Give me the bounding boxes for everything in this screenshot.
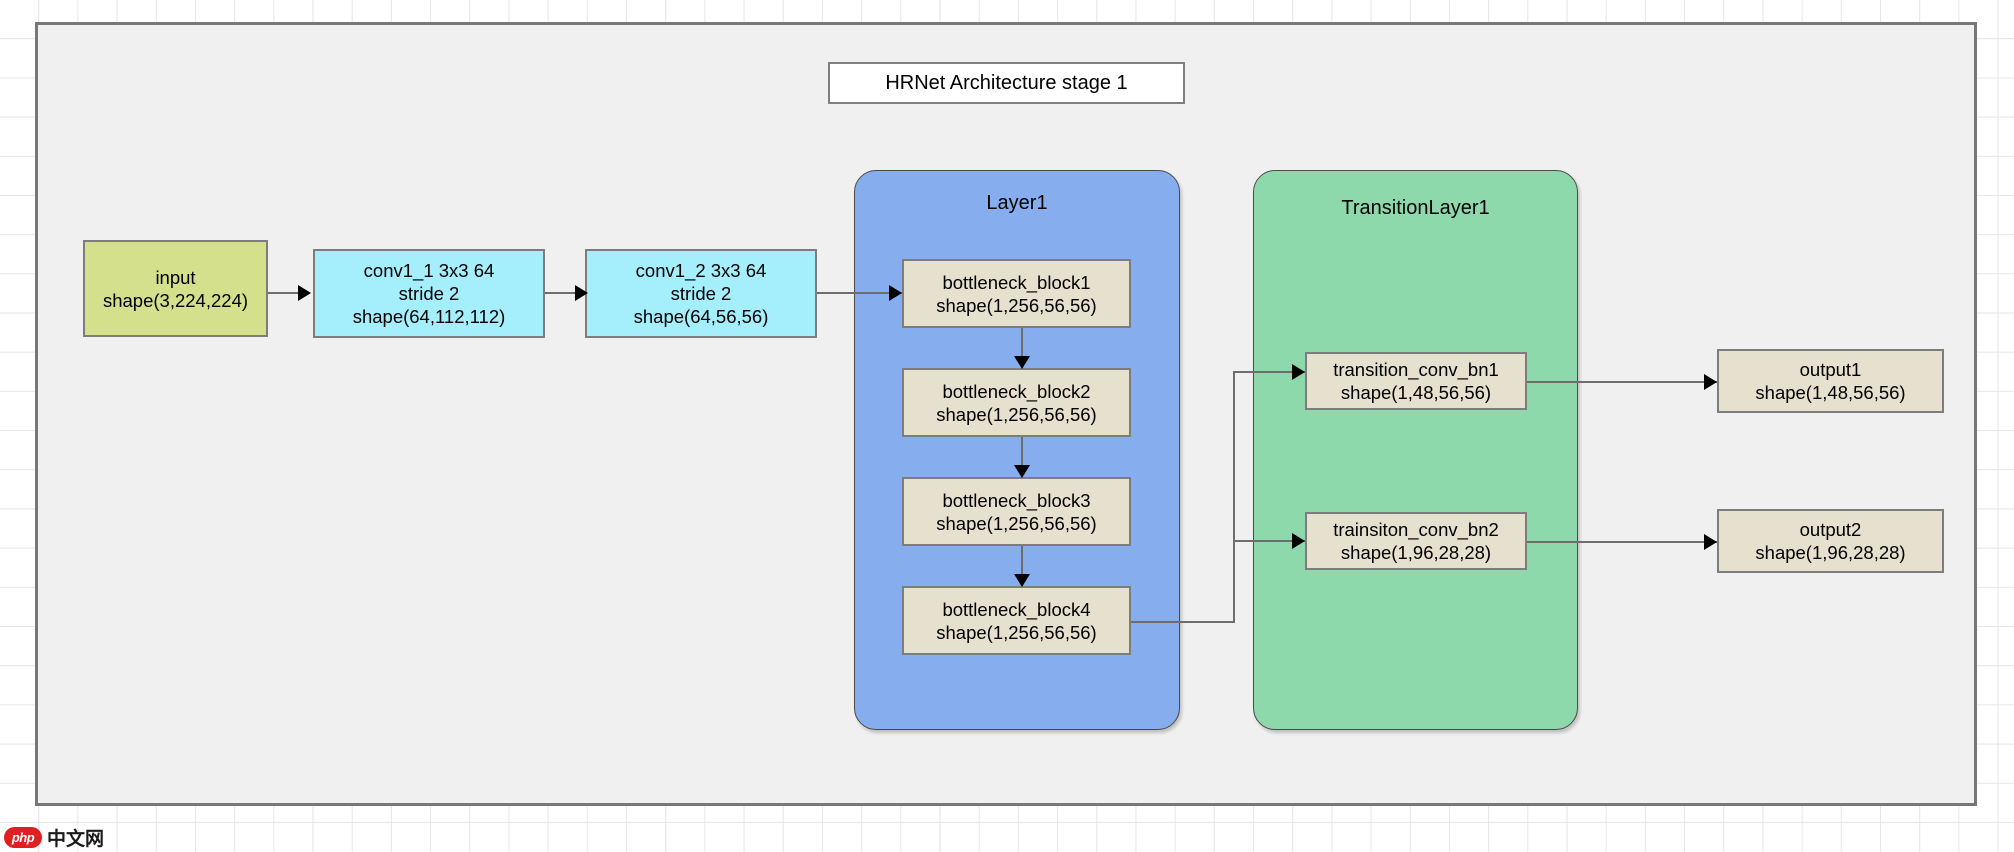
node-output2-line2: shape(1,96,28,28) <box>1755 542 1906 563</box>
node-transition-conv-bn2-line2: shape(1,96,28,28) <box>1340 542 1492 563</box>
node-transition-conv-bn1[interactable]: transition_conv_bn1 shape(1,48,56,56) <box>1305 352 1527 410</box>
connector-bottleneck3-to-bottleneck4 <box>1021 546 1023 590</box>
group-transition-layer1-label: TransitionLayer1 <box>1341 197 1490 219</box>
connector-bottleneck4-out <box>1131 621 1235 623</box>
node-conv1-2-line1: conv1_2 3x3 64 <box>635 260 767 281</box>
node-conv1-1-line1: conv1_1 3x3 64 <box>363 260 495 281</box>
node-bottleneck-block4[interactable]: bottleneck_block4 shape(1,256,56,56) <box>902 586 1131 655</box>
node-output1-line1: output1 <box>1799 359 1862 380</box>
node-bottleneck-block2-line1: bottleneck_block2 <box>942 380 1091 402</box>
arrowhead-branch-to-transition2 <box>1292 533 1305 549</box>
arrowhead-conv1-1-to-conv1-2 <box>575 285 588 301</box>
arrowhead-branch-to-transition1 <box>1292 364 1305 380</box>
connector-conv1-1-to-conv1-2 <box>545 292 583 294</box>
group-layer1-label: Layer1 <box>986 192 1048 214</box>
connector-bottleneck1-to-bottleneck2 <box>1021 328 1023 372</box>
node-transition-conv-bn2-line1: trainsiton_conv_bn2 <box>1333 519 1499 540</box>
group-transition-layer1 <box>1253 170 1578 730</box>
node-conv1-1-line2: stride 2 <box>398 283 460 304</box>
node-input-line2: shape(3,224,224) <box>102 289 249 311</box>
watermark-text: 中文网 <box>47 828 105 850</box>
arrowhead-input-to-conv1-1 <box>298 285 311 301</box>
node-input-line1: input <box>155 266 196 288</box>
node-output1[interactable]: output1 shape(1,48,56,56) <box>1717 349 1944 413</box>
node-bottleneck-block1[interactable]: bottleneck_block1 shape(1,256,56,56) <box>902 259 1131 328</box>
node-bottleneck-block3-line1: bottleneck_block3 <box>942 489 1091 511</box>
node-bottleneck-block4-line1: bottleneck_block4 <box>942 598 1091 620</box>
node-output1-line2: shape(1,48,56,56) <box>1755 382 1906 403</box>
watermark: php 中文网 <box>4 824 104 851</box>
node-output2-line1: output2 <box>1799 519 1862 540</box>
node-bottleneck-block4-line2: shape(1,256,56,56) <box>936 621 1097 643</box>
node-bottleneck-block1-line2: shape(1,256,56,56) <box>936 294 1097 316</box>
arrowhead-transition2-to-output2 <box>1704 534 1717 550</box>
node-conv1-1[interactable]: conv1_1 3x3 64 stride 2 shape(64,112,112… <box>313 249 545 338</box>
node-bottleneck-block3[interactable]: bottleneck_block3 shape(1,256,56,56) <box>902 477 1131 546</box>
arrowhead-conv1-2-to-bottleneck1 <box>889 285 902 301</box>
connector-input-to-conv1-1 <box>268 292 306 294</box>
node-transition-conv-bn1-line2: shape(1,48,56,56) <box>1340 382 1492 403</box>
connector-branch-riser <box>1233 371 1235 623</box>
connector-transition2-to-output2 <box>1527 541 1717 543</box>
arrowhead-bottleneck3-to-bottleneck4 <box>1014 574 1030 587</box>
node-conv1-2-line2: stride 2 <box>670 283 732 304</box>
php-logo-icon: php <box>4 827 42 848</box>
node-transition-conv-bn1-line1: transition_conv_bn1 <box>1333 359 1499 380</box>
node-transition-conv-bn2[interactable]: trainsiton_conv_bn2 shape(1,96,28,28) <box>1305 512 1527 570</box>
node-bottleneck-block2-line2: shape(1,256,56,56) <box>936 403 1097 425</box>
connector-transition1-to-output1 <box>1527 381 1717 383</box>
node-bottleneck-block3-line2: shape(1,256,56,56) <box>936 512 1097 534</box>
node-output2[interactable]: output2 shape(1,96,28,28) <box>1717 509 1944 573</box>
node-conv1-2-line3: shape(64,56,56) <box>633 306 769 327</box>
arrowhead-bottleneck2-to-bottleneck3 <box>1014 465 1030 478</box>
arrowhead-bottleneck1-to-bottleneck2 <box>1014 356 1030 369</box>
connector-conv1-2-to-bottleneck1 <box>817 292 902 294</box>
connector-branch-to-transition2 <box>1233 540 1305 542</box>
diagram-title-text: HRNet Architecture stage 1 <box>885 71 1128 94</box>
connector-bottleneck2-to-bottleneck3 <box>1021 437 1023 481</box>
node-bottleneck-block2[interactable]: bottleneck_block2 shape(1,256,56,56) <box>902 368 1131 437</box>
connector-branch-to-transition1 <box>1233 371 1305 373</box>
node-bottleneck-block1-line1: bottleneck_block1 <box>942 271 1091 293</box>
node-conv1-2[interactable]: conv1_2 3x3 64 stride 2 shape(64,56,56) <box>585 249 817 338</box>
diagram-title-box: HRNet Architecture stage 1 <box>828 62 1185 104</box>
arrowhead-transition1-to-output1 <box>1704 374 1717 390</box>
node-input[interactable]: input shape(3,224,224) <box>83 240 268 337</box>
node-conv1-1-line3: shape(64,112,112) <box>352 306 506 327</box>
